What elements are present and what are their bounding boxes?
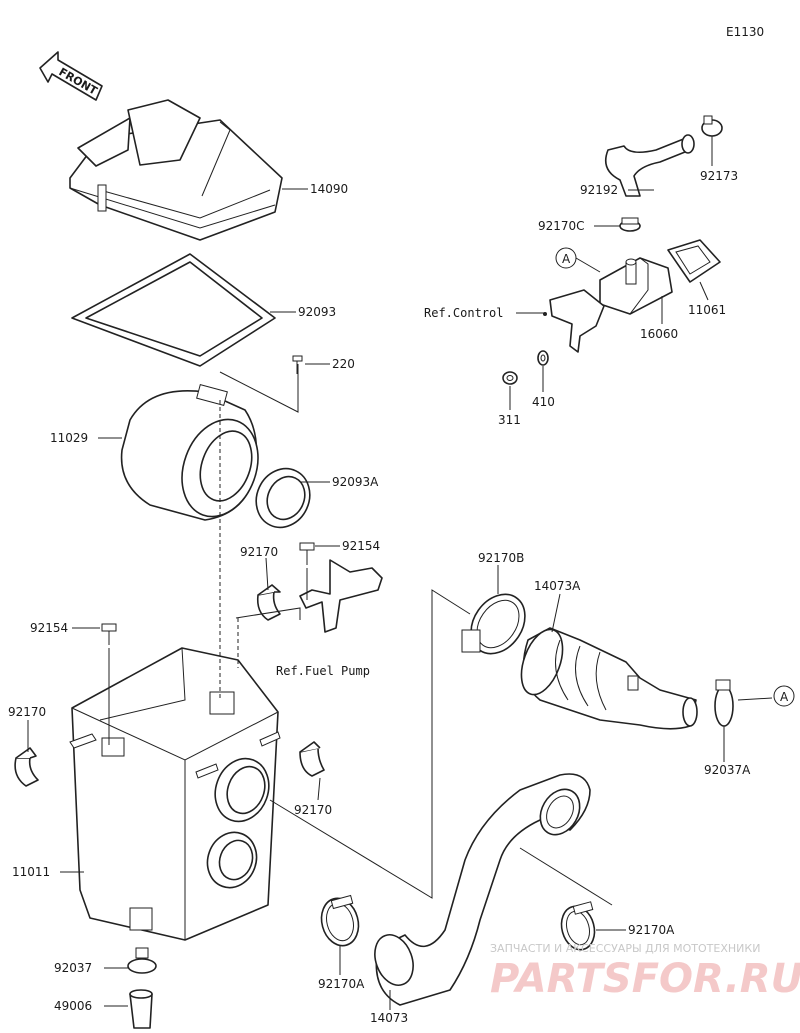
drain-hose [129,989,153,1029]
seal-ring [255,467,311,529]
watermark-tagline: ЗАПЧАСТИ И АКСЕССУАРЫ ДЛЯ МОТОТЕХНИКИ [490,942,760,955]
clip-92170-mid [299,741,325,777]
breather-hose [604,134,695,197]
label-410: 410 [532,395,555,409]
label-92170-top: 92170 [240,545,278,559]
bolt-92154-left [101,623,117,645]
label-92170c: 92170C [538,219,585,233]
fuel-pump-bracket [299,559,383,633]
label-11029: 11029 [50,431,88,445]
callout-a-upper: A [555,247,577,269]
air-cleaner-cover [69,99,283,241]
nut-311 [502,371,518,385]
label-311: 311 [498,413,521,427]
label-92154-left: 92154 [30,621,68,635]
label-92037a: 92037A [704,763,751,777]
breather-separator [599,257,673,315]
clip-92170c [619,217,641,232]
label-92170-mid: 92170 [294,803,332,817]
clamp-92173 [701,115,723,137]
intake-duct [374,773,591,1006]
clamp-92170a-bottom [320,894,360,947]
label-92170-left: 92170 [8,705,46,719]
diagram-code: E1130 [726,25,764,39]
label-16060: 16060 [640,327,678,341]
clamp-92037a [714,679,734,727]
clip-92170-top [256,584,281,621]
label-92154-top: 92154 [342,539,380,553]
intake-boot [520,627,698,730]
label-92173: 92173 [700,169,738,183]
label-49006: 49006 [54,999,92,1013]
clamp-92037 [127,947,157,974]
label-11061: 11061 [688,303,726,317]
air-cleaner-case [69,647,281,941]
front-arrow-icon: FRONT [39,51,103,101]
filter-gasket [71,253,276,367]
label-14073: 14073 [370,1011,408,1025]
label-92093: 92093 [298,305,336,319]
label-ref-control: Ref.Control [424,306,503,320]
svg-text:A: A [780,690,789,704]
clip-92170-left [14,747,39,787]
bolt-92154-top [299,542,315,565]
clamp-92170a-right [560,901,596,951]
air-filter-element [120,384,259,521]
label-92170a-right: 92170A [628,923,675,937]
svg-text:A: A [562,252,571,266]
leader-lines [27,136,773,1010]
label-11011: 11011 [12,865,50,879]
label-92170b: 92170B [478,551,524,565]
label-92170a-bottom: 92170A [318,977,365,991]
label-92192: 92192 [580,183,618,197]
washer-410 [537,350,549,366]
label-92093a: 92093A [332,475,379,489]
label-ref-fuel-pump: Ref.Fuel Pump [276,664,370,678]
separator-gasket [667,239,721,283]
control-bracket [543,289,605,353]
label-92037: 92037 [54,961,92,975]
part-labels: 14090 92093 220 11029 92093A 92170 92154… [8,169,751,1025]
label-14090: 14090 [310,182,348,196]
label-14073a: 14073A [534,579,581,593]
callout-a-right: A [773,685,795,707]
screw-220 [292,355,303,374]
label-220: 220 [332,357,355,371]
clamp-92170b [461,593,526,655]
watermark: ЗАПЧАСТИ И АКСЕССУАРЫ ДЛЯ МОТОТЕХНИКИ PA… [490,942,800,1002]
watermark-brand: PARTSFOR.RU [490,956,800,1002]
